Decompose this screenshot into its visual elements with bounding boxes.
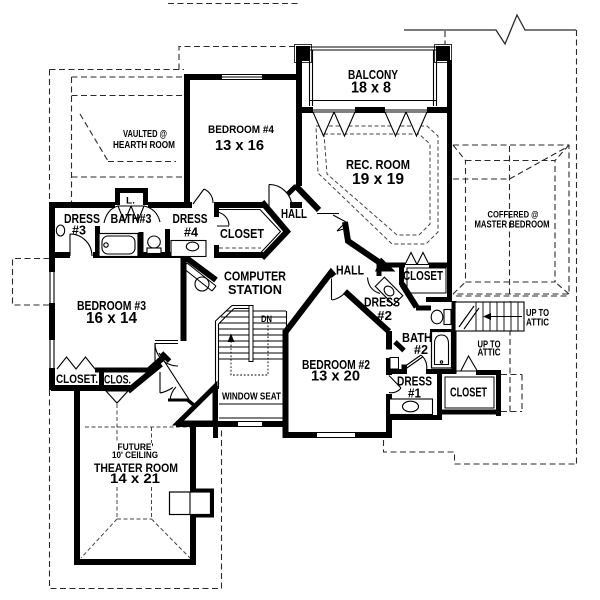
svg-text:ATTIC: ATTIC [478,348,501,359]
svg-text:#2: #2 [377,309,392,323]
svg-text:14 x 21: 14 x 21 [110,470,160,486]
svg-text:#1: #1 [408,387,421,401]
svg-text:13 x 16: 13 x 16 [215,137,264,154]
svg-text:ATTIC: ATTIC [526,318,549,329]
svg-text:COFFERED @: COFFERED @ [488,210,539,220]
svg-text:BATH: BATH [402,331,432,345]
svg-text:FUTURE': FUTURE' [118,442,154,452]
svg-text:#4: #4 [184,226,198,240]
svg-text:VAULTED @: VAULTED @ [123,128,167,140]
svg-text:STATION: STATION [228,283,282,297]
svg-text:HEARTH ROOM: HEARTH ROOM [113,139,175,151]
svg-text:UP TO: UP TO [478,340,501,351]
svg-text:HALL: HALL [281,207,307,221]
svg-text:REC. ROOM: REC. ROOM [346,157,410,172]
svg-text:DRESS: DRESS [397,375,432,389]
svg-text:CLOSET: CLOSET [403,269,443,283]
svg-text:BEDROOM #2: BEDROOM #2 [302,357,370,372]
svg-text:DN: DN [261,314,272,325]
svg-text:DRESS: DRESS [64,212,100,226]
svg-text:CLOSET.: CLOSET. [56,372,98,386]
svg-text:L.: L. [126,196,135,207]
svg-text:13 x 20: 13 x 20 [311,368,360,385]
svg-text:CLOSET: CLOSET [450,386,487,400]
svg-text:CLOSET: CLOSET [220,227,264,241]
svg-text:BEDROOM #4: BEDROOM #4 [208,124,275,136]
svg-text:BATH#3: BATH#3 [111,212,152,226]
svg-text:DRESS: DRESS [173,212,208,226]
svg-text:MASTER BEDROOM: MASTER BEDROOM [475,220,550,231]
svg-text:DRESS: DRESS [364,296,400,310]
svg-text:#2: #2 [414,343,428,357]
svg-text:HALL: HALL [336,264,364,278]
svg-text:10' CEILING: 10' CEILING [112,450,158,460]
svg-text:18 x 8: 18 x 8 [351,80,391,97]
svg-text:COMPUTER: COMPUTER [224,270,286,284]
svg-text:BALCONY: BALCONY [348,68,399,82]
svg-text:CLOS.: CLOS. [104,373,131,387]
svg-text:16 x 14: 16 x 14 [86,310,137,327]
svg-text:THEATER ROOM: THEATER ROOM [94,463,178,475]
svg-text:UP TO: UP TO [526,308,549,319]
svg-text:WINDOW SEAT: WINDOW SEAT [222,392,281,403]
svg-text:19 x 19: 19 x 19 [352,171,404,188]
svg-text:#3: #3 [72,224,86,238]
svg-text:BEDROOM #3: BEDROOM #3 [77,298,146,313]
